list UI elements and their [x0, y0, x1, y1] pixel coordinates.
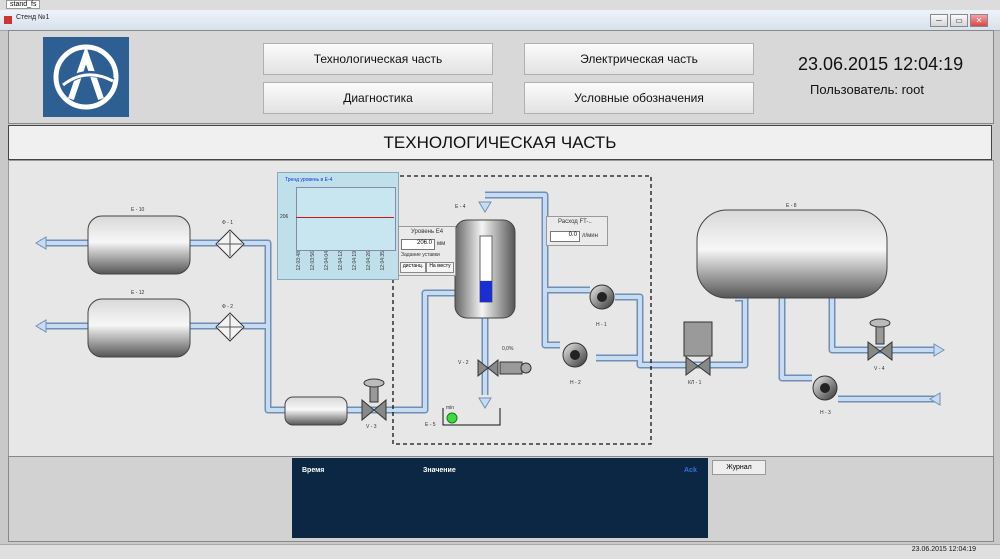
valve-kl1-label: КЛ - 1: [688, 380, 702, 386]
log-col-time: Время: [302, 467, 325, 474]
maximize-button[interactable]: ▭: [950, 14, 968, 27]
tank-e4-label: Е - 4: [455, 204, 466, 210]
nav-legend-button[interactable]: Условные обозначения: [524, 82, 754, 114]
trend-time-tick: 12:04:35: [380, 251, 386, 271]
tank-e5-label: Е - 5: [425, 422, 436, 428]
pump-n1-label: Н - 1: [596, 322, 607, 328]
level-panel-title: Уровень Е4: [411, 229, 444, 235]
tank-e12-label: Е - 12: [131, 290, 145, 296]
trend-time-tick: 12:03:48: [296, 251, 302, 271]
valve-v2-percent: 0,0%: [502, 346, 514, 352]
event-log[interactable]: [292, 458, 708, 538]
flow-value: 0.0: [550, 231, 580, 242]
pump-n2-label: Н - 2: [570, 380, 581, 386]
valve-v3-label: V - 3: [366, 424, 377, 430]
tank-e8-label: Е - 8: [786, 203, 797, 209]
page-title: ТЕХНОЛОГИЧЕСКАЯ ЧАСТЬ: [8, 125, 992, 160]
e5-indicator-label: min: [446, 405, 455, 411]
close-button[interactable]: ✕: [970, 14, 988, 27]
flow-unit: л/мин: [582, 233, 598, 239]
trend-time-tick: 12:03:56: [310, 251, 316, 271]
flow-panel-title: Расход FT-..: [558, 219, 592, 225]
window-titlebar[interactable]: [0, 10, 1000, 31]
level-unit: мм: [437, 241, 446, 247]
setpoint-label: Задание уставки: [401, 252, 440, 258]
window-caption: Стенд №1: [16, 14, 50, 21]
nav-diagnostics-button[interactable]: Диагностика: [263, 82, 493, 114]
trend-y-label: 206: [280, 214, 289, 220]
log-col-ack: Ack: [684, 467, 697, 474]
pump-n3-label: Н - 3: [820, 410, 831, 416]
trend-time-tick: 12:04:26: [366, 251, 372, 271]
trend-title: Тренд уровень в Е-4: [285, 177, 333, 183]
status-bar: [0, 544, 1000, 559]
process-scheme: [35, 175, 945, 445]
minimize-button[interactable]: ─: [930, 14, 948, 27]
app-icon: [4, 16, 12, 24]
trend-time-tick: 12:04:19: [352, 251, 358, 271]
tank-e10-label: Е - 10: [131, 207, 145, 213]
trend-time-tick: 12:04:12: [338, 251, 344, 271]
level-trend-panel[interactable]: 206 12:03:48 12:03:56 12:04:04 12:04:12 12:0…: [277, 172, 399, 280]
nav-electric-button[interactable]: Электрическая часть: [524, 43, 754, 75]
tank-e10: [87, 215, 191, 275]
status-time: 23.06.2015 12:04:19: [911, 546, 976, 553]
header-panel: [8, 30, 994, 124]
trend-time-tick: 12:04:04: [324, 251, 330, 271]
window-tab[interactable]: stand_fs: [6, 0, 41, 9]
local-button[interactable]: На месту: [426, 262, 454, 273]
filter-f1-label: Ф - 1: [222, 220, 234, 226]
valve-v4-label: V - 4: [874, 366, 885, 372]
current-user: Пользователь: root: [810, 82, 924, 97]
tank-e12: [87, 298, 191, 358]
filter-f2-label: Ф - 2: [222, 304, 234, 310]
journal-button[interactable]: Журнал: [712, 460, 766, 475]
remote-button[interactable]: дистанц.: [400, 262, 426, 273]
valve-v2-label: V - 2: [458, 360, 469, 366]
log-col-value: Значение: [423, 467, 456, 474]
nav-tech-button[interactable]: Технологическая часть: [263, 43, 493, 75]
company-logo: [43, 37, 129, 117]
level-value: 206.0: [401, 239, 435, 250]
current-datetime: 23.06.2015 12:04:19: [798, 54, 964, 74]
